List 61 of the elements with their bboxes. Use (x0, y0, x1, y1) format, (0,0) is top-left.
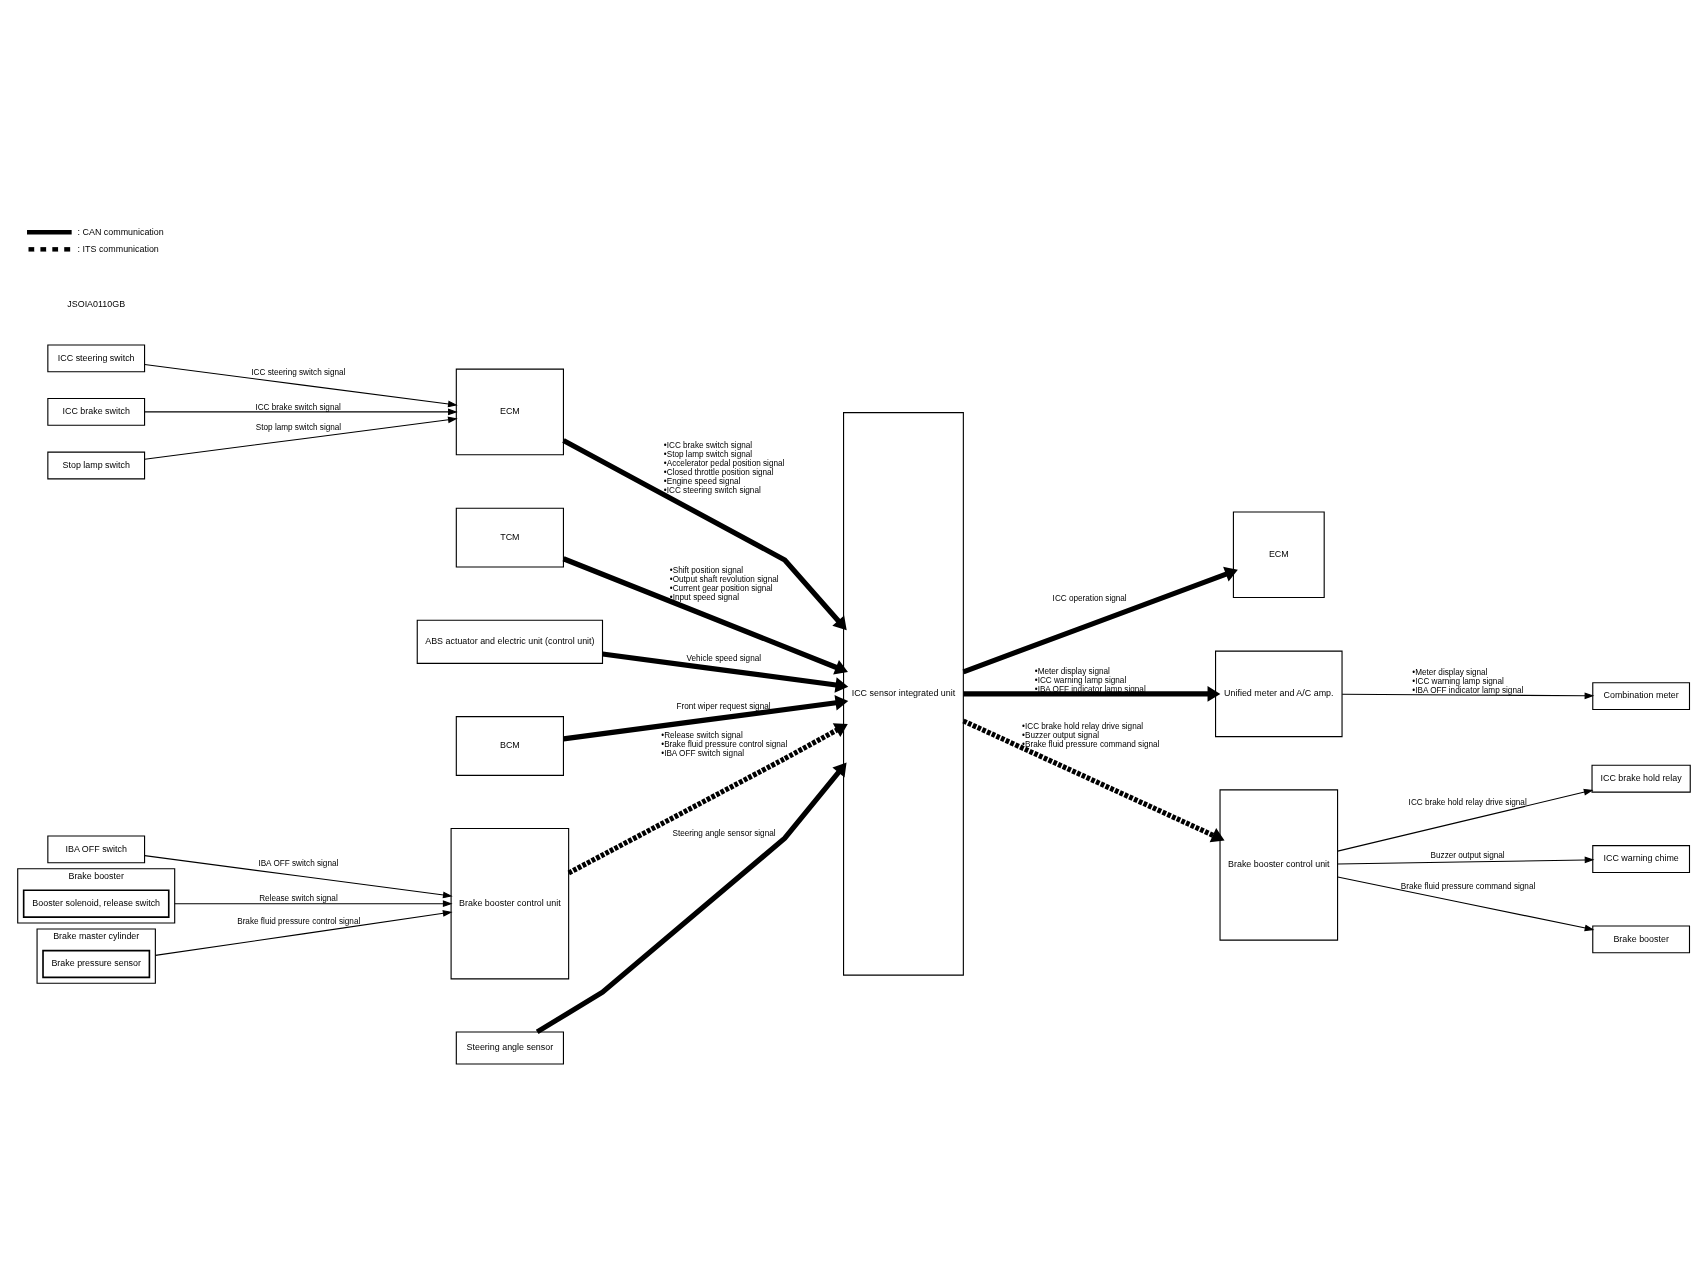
node-box: Brake booster (1592, 924, 1691, 953)
edge-label: Steering angle sensor signal (672, 828, 776, 838)
node-box: ICC brake switch (47, 397, 146, 426)
edge-label: •Shift position signal •Output shaft revolution signal •Current gear position signal •Input speed signal (669, 565, 779, 602)
node-box: Brake booster control unit (450, 827, 570, 979)
node-box: Steering angle sensor (455, 1030, 564, 1065)
edge-label: Stop lamp switch signal (255, 422, 342, 432)
node-box: Booster solenoid, release switch (22, 888, 170, 918)
edge-label: IBA OFF switch signal (258, 858, 339, 868)
node-box: Combination meter (1592, 681, 1691, 710)
arrow (963, 685, 1221, 702)
node-box: ECM (1232, 510, 1325, 598)
node-box: BCM (455, 715, 564, 776)
edge-label: Front wiper request signal (676, 701, 771, 711)
arrow (1337, 788, 1594, 852)
arrow (154, 909, 453, 956)
legend-label: : ITS communication (77, 243, 159, 254)
edge-label: Vehicle speed signal (686, 653, 762, 663)
arrow (962, 566, 1238, 674)
edge-label: ICC brake hold relay drive signal (1408, 797, 1527, 807)
node-box: ICC steering switch (47, 343, 146, 372)
arrow (563, 694, 849, 742)
arrow (144, 408, 458, 415)
node-box: Stop lamp switch (47, 451, 146, 479)
node-box: ECM (455, 368, 564, 455)
arrow (144, 415, 458, 460)
arrow (562, 555, 848, 675)
edge-label: Brake fluid pressure control signal (237, 916, 361, 926)
arrow (144, 363, 458, 407)
arrow (174, 899, 453, 907)
node-box: ICC sensor integrated unit (843, 411, 964, 976)
node-box: TCM (455, 507, 564, 568)
arrow (535, 762, 847, 1034)
node-box: ICC brake hold relay (1591, 764, 1691, 793)
edge-label: ICC brake switch signal (255, 402, 341, 412)
arrow (567, 722, 848, 875)
edge-label: •ICC brake switch signal •Stop lamp switch signal •Accelerator pedal position signal •Closed throttle position signal •Engine speed signal •ICC steering switch signal (663, 440, 785, 495)
node-box: Brake pressure sensor (42, 949, 151, 978)
arrow (602, 650, 849, 693)
arrow (1337, 875, 1595, 931)
arrow (562, 437, 847, 630)
arrow (144, 854, 453, 898)
edge-label: ICC operation signal (1052, 593, 1127, 603)
edge-label: Buzzer output signal (1430, 850, 1505, 860)
node-box: ABS actuator and electric unit (control unit) (416, 619, 604, 664)
edge-label: •Release switch signal •Brake fluid pressure control signal •IBA OFF switch signal (661, 730, 788, 758)
edge-label: Release switch signal (259, 893, 338, 903)
legend-label: : CAN communication (77, 226, 164, 237)
edge-label: •ICC brake hold relay drive signal •Buzzer output signal •Brake fluid pressure command signal (1022, 721, 1160, 749)
edge-label: •Meter display signal •ICC warning lamp signal •IBA OFF indicator lamp signal (1412, 667, 1524, 695)
node-box: ICC warning chime (1592, 844, 1691, 873)
edge-label: •Meter display signal •ICC warning lamp signal •IBA OFF indicator lamp signal (1034, 666, 1146, 693)
arrow (1341, 691, 1595, 699)
arrow (962, 718, 1225, 842)
edge-label: ICC steering switch signal (251, 367, 346, 377)
node-box: Brake booster control unit (1219, 788, 1339, 941)
edge-label: Brake fluid pressure command signal (1400, 881, 1536, 891)
node-box: Unified meter and A/C amp. (1215, 650, 1343, 737)
node-box: IBA OFF switch (47, 834, 146, 863)
arrow (1337, 856, 1595, 865)
label: JSOIA0110GB (67, 298, 126, 309)
